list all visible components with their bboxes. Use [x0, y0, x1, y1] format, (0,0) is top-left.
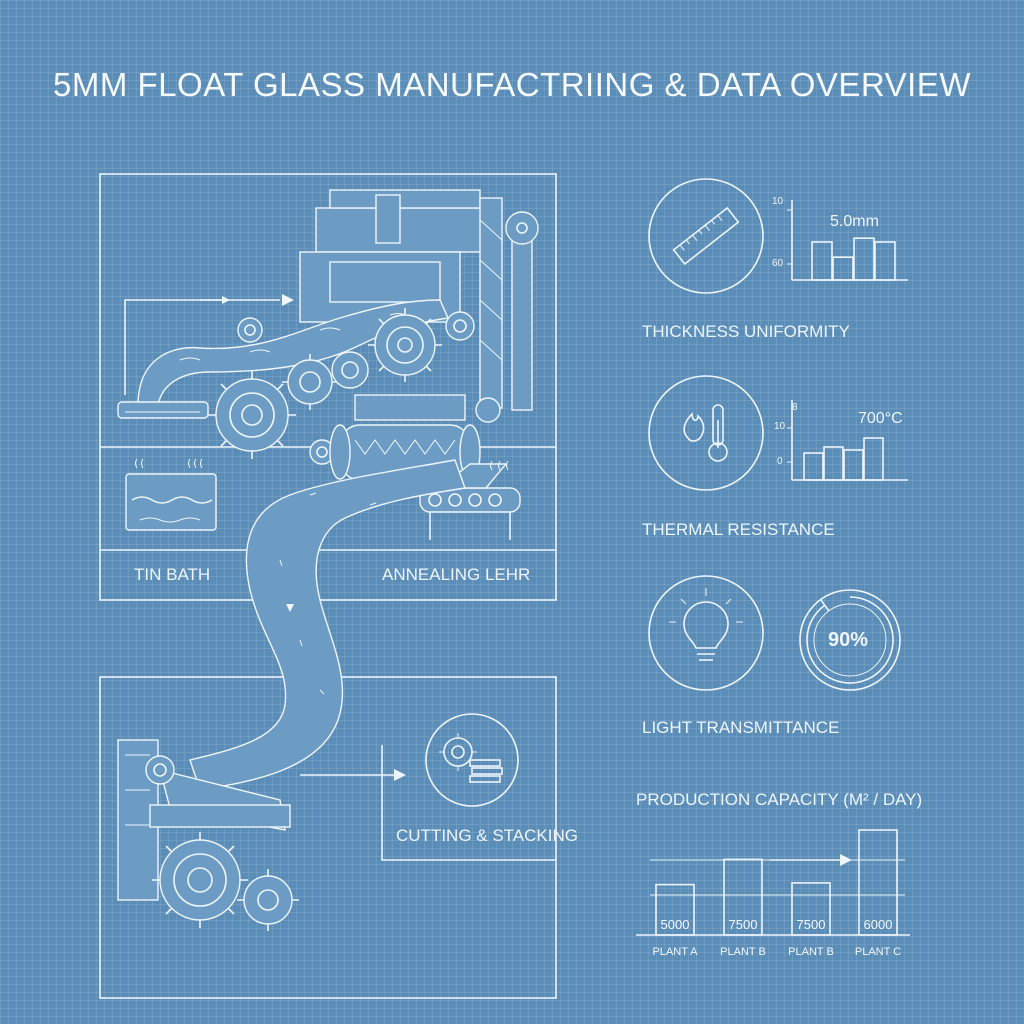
thickness-bar-0 — [811, 241, 833, 281]
transmittance-donut — [799, 589, 901, 691]
stage-label-tin-bath: TIN BATH — [134, 565, 211, 584]
tin-bath-tank — [125, 458, 217, 531]
production-bar-value-2: 7500 — [797, 917, 826, 932]
production-bar-0 — [655, 883, 695, 936]
stacking-icon — [425, 713, 519, 807]
thickness-label: THICKNESS UNIFORMITY — [642, 322, 850, 341]
ruler-icon — [648, 178, 764, 294]
transmittance-label: LIGHT TRANSMITTANCE — [642, 718, 840, 737]
production-bar-value-1: 7500 — [729, 917, 758, 932]
production-category-2: PLANT B — [788, 946, 834, 958]
page-title: 5MM FLOAT GLASS MANUFACTRIING & DATA OVE… — [53, 66, 971, 103]
production-bar-3 — [858, 829, 898, 936]
thermal-bar-0 — [803, 452, 824, 481]
production-bar-2 — [791, 882, 831, 936]
thermal-mini-chart — [787, 400, 908, 481]
cutting-arrow — [300, 769, 406, 781]
thermal-bar-1 — [823, 446, 844, 481]
stage-label-cutting-stacking: CUTTING & STACKING — [396, 826, 578, 845]
transmittance-value: 90% — [828, 629, 869, 651]
thermal-value: 700°C — [858, 410, 903, 427]
glass-ribbon-upper — [117, 299, 450, 419]
production-bar-1 — [723, 858, 763, 936]
thermal-bar-3 — [863, 437, 884, 481]
production-chart-title: PRODUCTION CAPACITY (M² / DAY) — [636, 790, 923, 809]
thickness-bar-1 — [832, 256, 854, 281]
gear-cluster — [208, 308, 475, 465]
lightbulb-icon — [648, 575, 764, 691]
trend-arrow — [840, 854, 852, 866]
thermal-label: THERMAL RESISTANCE — [642, 520, 835, 539]
cutting-machine — [117, 739, 299, 931]
thickness-tick-top: 10 — [772, 196, 784, 207]
thermal-tick-top: 8 — [792, 402, 798, 413]
production-category-0: PLANT A — [652, 946, 698, 958]
feed-arrow — [124, 294, 294, 395]
production-category-1: PLANT B — [720, 946, 766, 958]
thermometer-flame-icon — [648, 375, 764, 491]
thickness-bar-2 — [853, 237, 875, 281]
production-bar-value-3: 6000 — [864, 917, 893, 932]
thickness-value: 5.0mm — [830, 213, 879, 230]
production-bar-value-0: 5000 — [661, 917, 690, 932]
thermal-bar-2 — [843, 449, 864, 481]
thickness-bar-3 — [874, 241, 896, 281]
thickness-tick-bottom: 60 — [772, 258, 784, 269]
thickness-mini-chart — [787, 200, 908, 281]
thermal-tick-mid: 10 — [774, 421, 786, 432]
thermal-tick-bottom: 0 — [777, 456, 783, 467]
stage-label-annealing-lehr: ANNEALING LEHR — [382, 565, 531, 584]
production-category-3: PLANT C — [855, 946, 901, 958]
glass-ribbon-lower — [189, 459, 466, 791]
